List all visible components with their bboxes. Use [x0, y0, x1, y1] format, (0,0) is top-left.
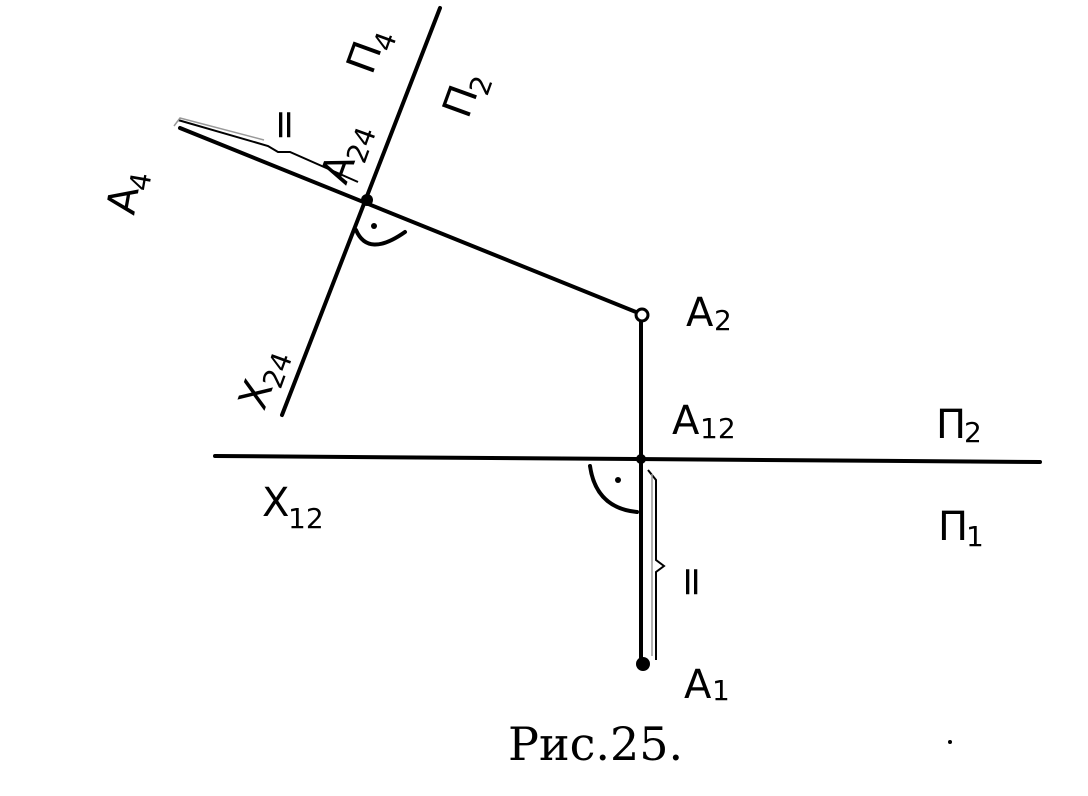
right-angle-dot-x12 [615, 477, 621, 483]
projection-line-a2-a4 [178, 126, 638, 314]
label-pi2-right: П 2 [936, 402, 982, 449]
right-angle-arc-x24 [354, 228, 407, 247]
svg-text:П: П [938, 504, 968, 550]
distance-brace-upper [177, 119, 359, 183]
label-pi2-upper: П 2 [434, 71, 499, 123]
label-a12: A 12 [672, 398, 736, 445]
svg-text:1: 1 [966, 520, 984, 553]
label-pi4-upper: П 4 [338, 27, 403, 79]
right-angle-arc-x12 [588, 464, 639, 514]
label-a2: A 2 [686, 290, 732, 337]
svg-text:П: П [936, 402, 966, 448]
svg-text:12: 12 [700, 412, 736, 445]
label-x24: X 24 [230, 348, 299, 415]
label-x12: X 12 [262, 480, 324, 535]
svg-text:2: 2 [964, 416, 982, 449]
svg-text:1: 1 [712, 674, 730, 707]
point-a12 [636, 454, 646, 464]
point-a2 [634, 307, 650, 323]
figure-caption: Рис.25. [508, 717, 683, 771]
label-a4: A 4 [99, 170, 159, 218]
distance-brace-lower [647, 469, 666, 660]
label-a1: A 1 [684, 662, 730, 708]
axis-x12-line [213, 454, 1042, 464]
scan-speck [948, 740, 952, 744]
equal-mark-lower: = [669, 565, 715, 599]
svg-text:A: A [684, 662, 712, 708]
svg-text:A: A [672, 398, 700, 444]
equal-mark-upper: = [262, 108, 308, 142]
point-a24 [361, 194, 373, 206]
svg-text:4: 4 [123, 170, 159, 193]
svg-text:12: 12 [288, 502, 324, 535]
point-a1 [636, 657, 650, 671]
svg-text:X: X [262, 480, 289, 526]
distance-brace-upper-faint [173, 117, 265, 141]
svg-text:2: 2 [714, 304, 732, 337]
svg-text:A: A [686, 290, 714, 336]
axis-x24-line [280, 6, 442, 417]
label-pi1-right: П 1 [938, 504, 984, 553]
right-angle-dot-x24 [371, 223, 377, 229]
